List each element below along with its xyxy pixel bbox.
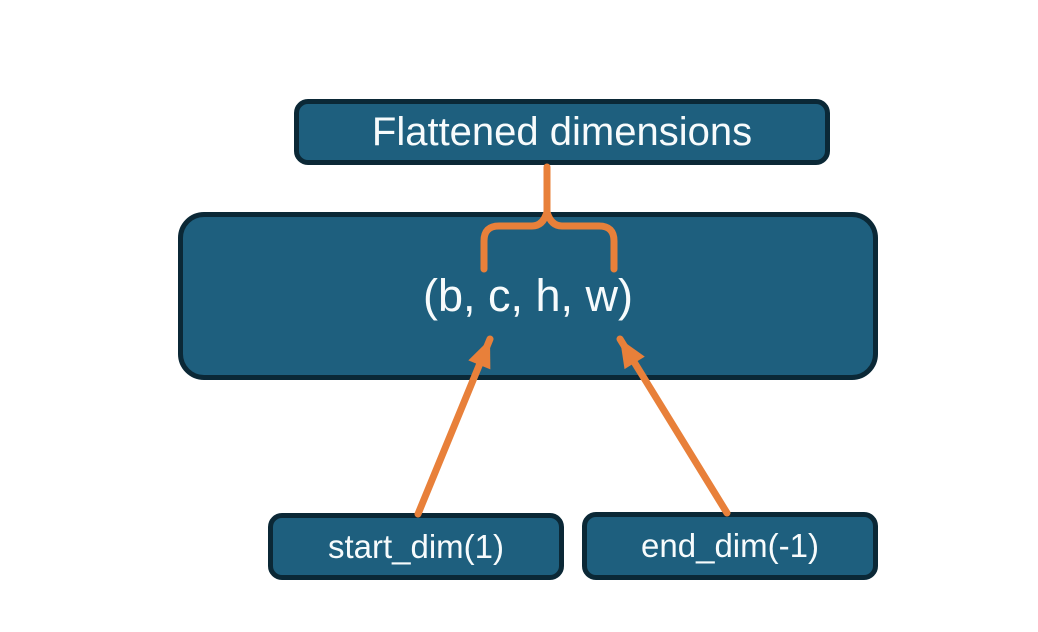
start-dim-box: start_dim(1) (268, 513, 564, 580)
end-dim-label: end_dim(-1) (641, 527, 819, 564)
tensor-shape-box: (b, c, h, w) (178, 212, 878, 380)
end-dim-box: end_dim(-1) (582, 512, 878, 580)
flattened-dimensions-label: Flattened dimensions (371, 109, 753, 154)
start-dim-label: start_dim(1) (327, 527, 505, 565)
tensor-shape-label: (b, c, h, w) (422, 270, 634, 321)
flattened-dimensions-box: Flattened dimensions (294, 99, 830, 165)
